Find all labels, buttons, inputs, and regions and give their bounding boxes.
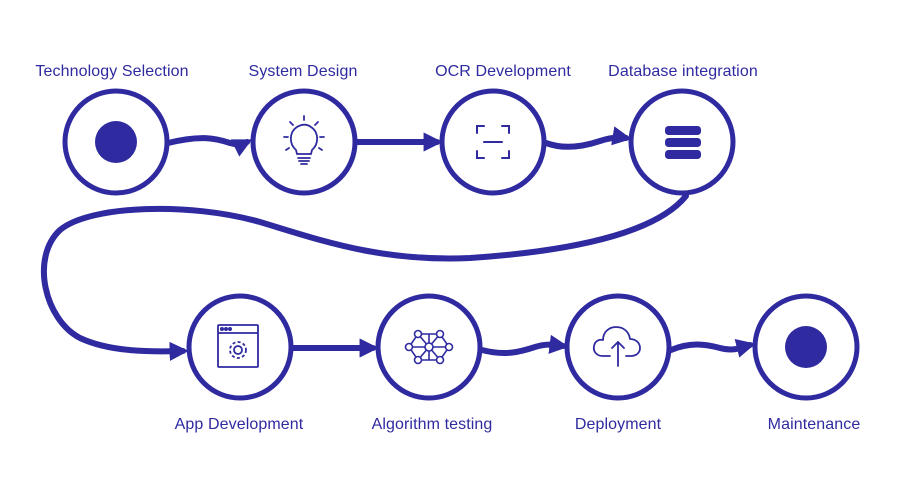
filled-dot-icon [785, 326, 827, 368]
step-label-ocr-development: OCR Development [435, 63, 571, 80]
connector-1-2 [165, 135, 253, 157]
cloud-upload-icon [592, 326, 641, 367]
app-window-gear-icon [217, 324, 259, 368]
scan-frame-icon [476, 125, 510, 159]
step-label-app-development: App Development [174, 416, 304, 433]
step-label-database-integration: Database integration [608, 63, 758, 80]
database-icon [665, 126, 701, 159]
connector-3-4 [543, 126, 632, 150]
step-circle-system-design [250, 88, 358, 196]
filled-dot-icon [95, 121, 137, 163]
connector-7-8 [668, 338, 756, 358]
step-label-maintenance: Maintenance [767, 416, 861, 433]
step-label-algorithm-testing: Algorithm testing [371, 416, 493, 433]
network-nodes-icon [404, 329, 454, 365]
step-label-system-design: System Design [248, 63, 358, 80]
step-label-technology-selection: Technology Selection [35, 63, 189, 80]
step-label-deployment: Deployment [574, 416, 662, 433]
lightbulb-icon [283, 115, 325, 165]
connector-6-7 [479, 334, 569, 357]
connector-4-5 [40, 193, 689, 362]
